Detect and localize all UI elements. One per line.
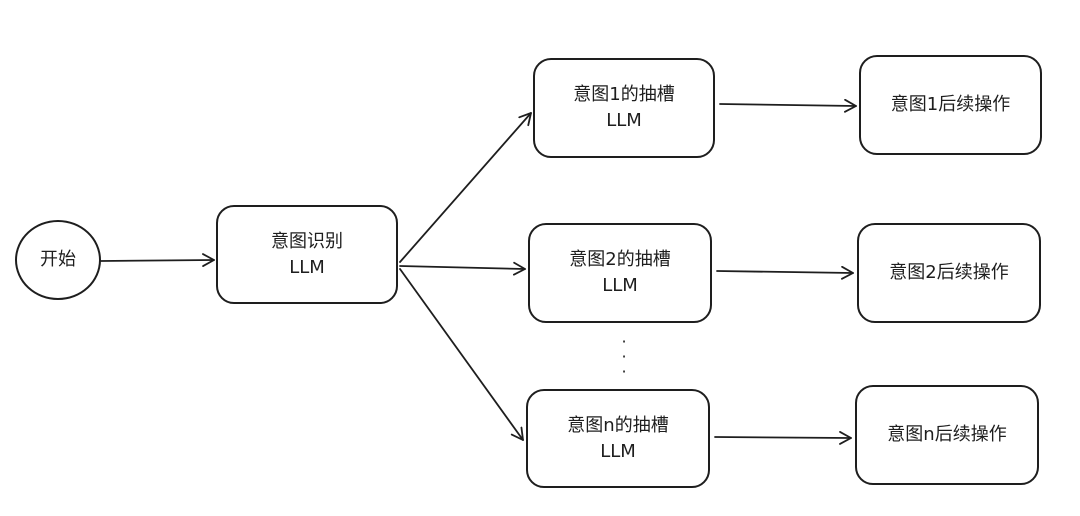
follow-up-label-n: 意图n后续操作 (887, 424, 1007, 445)
ellipsis-dots: · · · (621, 332, 627, 381)
slot-filling-node-1: 意图1的抽槽 LLM (533, 58, 715, 158)
arrow-slot1-to-follow1 (719, 98, 857, 113)
slot-filling-title-1: 意图1的抽槽 (573, 84, 675, 105)
follow-up-node-2: 意图2后续操作 (857, 223, 1041, 323)
start-node: 开始 (15, 220, 101, 300)
arrow-slot2-to-follow2 (716, 265, 854, 280)
arrow-slotn-to-followN (714, 431, 852, 445)
slot-filling-title-2: 意图2的抽槽 (569, 249, 671, 270)
slot-filling-node-2: 意图2的抽槽 LLM (528, 223, 712, 323)
arrow-intent-to-slot2 (399, 261, 526, 276)
slot-filling-node-n: 意图n的抽槽 LLM (526, 389, 710, 488)
intent-recognition-node: 意图识别 LLM (216, 205, 398, 304)
slot-filling-model-2: LLM (602, 275, 638, 296)
arrow-start-to-intent (100, 253, 215, 267)
start-label: 开始 (40, 249, 76, 270)
follow-up-node-n: 意图n后续操作 (855, 385, 1039, 485)
slot-filling-model-1: LLM (606, 110, 642, 131)
arrow-intent-to-slot1 (399, 112, 532, 263)
intent-recognition-title: 意图识别 (271, 230, 343, 252)
intent-recognition-model: LLM (289, 256, 325, 278)
follow-up-label-1: 意图1后续操作 (890, 94, 1011, 115)
follow-up-label-2: 意图2后续操作 (889, 262, 1009, 283)
follow-up-node-1: 意图1后续操作 (859, 55, 1042, 155)
slot-filling-title-n: 意图n的抽槽 (567, 414, 669, 436)
arrow-intent-to-slotn (399, 268, 524, 441)
slot-filling-model-n: LLM (600, 440, 636, 462)
